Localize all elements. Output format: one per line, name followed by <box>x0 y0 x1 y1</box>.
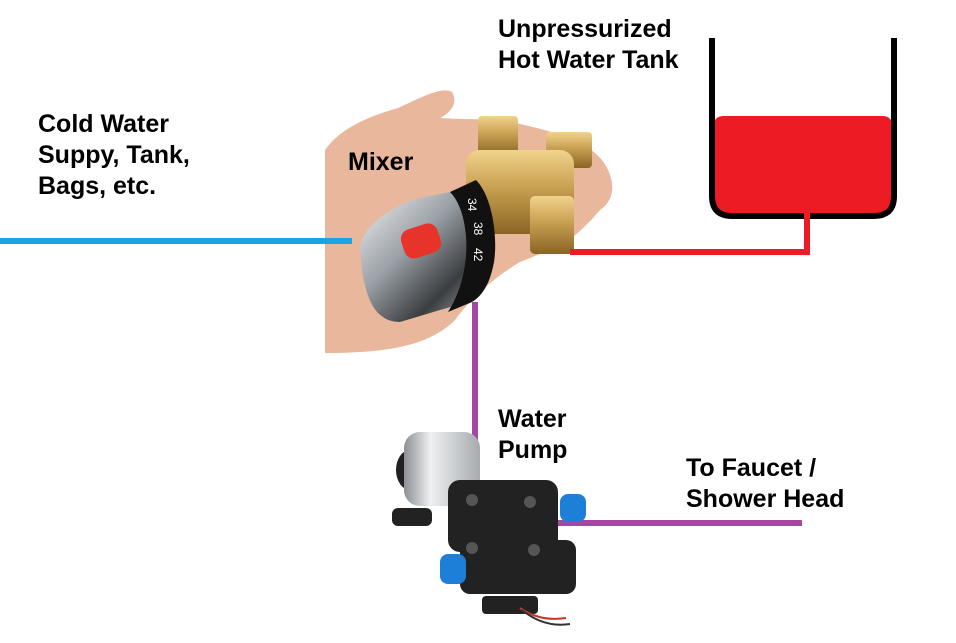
pump-screw <box>466 494 478 506</box>
pump-screw <box>524 496 536 508</box>
label-line: Suppy, Tank, <box>38 141 190 169</box>
pump-outlet-fitting <box>560 494 586 522</box>
pump-base <box>460 540 576 594</box>
hot-water-tank <box>709 38 897 219</box>
pump-screw <box>466 542 478 554</box>
label-line: Cold Water <box>38 110 170 138</box>
label-line: To Faucet / <box>686 454 817 482</box>
pump-screw <box>528 544 540 556</box>
hot-water-tank-label: Unpressurized Hot Water Tank <box>498 14 679 76</box>
valve-dial-ring <box>448 180 496 312</box>
valve-top-inlet <box>478 116 518 156</box>
cold-water-supply-label: Cold Water Suppy, Tank, Bags, etc. <box>38 109 190 202</box>
dial-number-34: 34 <box>465 198 479 212</box>
pump-mount-foot <box>392 508 432 526</box>
dial-number-38: 38 <box>471 222 485 236</box>
hot-water-line <box>570 212 810 255</box>
label-line: Bags, etc. <box>38 172 157 200</box>
valve-red-button <box>400 223 442 259</box>
label-line: Pump <box>498 436 568 464</box>
dial-number-42: 42 <box>471 248 485 262</box>
water-pump-image <box>392 432 586 626</box>
faucet-shower-label: To Faucet / Shower Head <box>686 453 844 515</box>
label-line: Shower Head <box>686 485 845 513</box>
tank-outline <box>709 38 897 219</box>
label-line: Unpressurized <box>498 15 672 43</box>
label-line: Hot Water Tank <box>498 46 679 74</box>
pump-wires <box>521 609 571 626</box>
pump-switch <box>482 596 538 614</box>
label-line: Water <box>498 405 567 433</box>
hot-water-fill <box>713 116 893 216</box>
mixer-label: Mixer <box>348 147 413 178</box>
thermostatic-mixer-valve-image: 34 38 42 <box>360 116 592 322</box>
label-line: Mixer <box>348 148 414 176</box>
pump-inlet-fitting <box>440 554 466 584</box>
valve-bottom-outlet <box>530 196 574 254</box>
water-pump-label: Water Pump <box>498 404 567 466</box>
